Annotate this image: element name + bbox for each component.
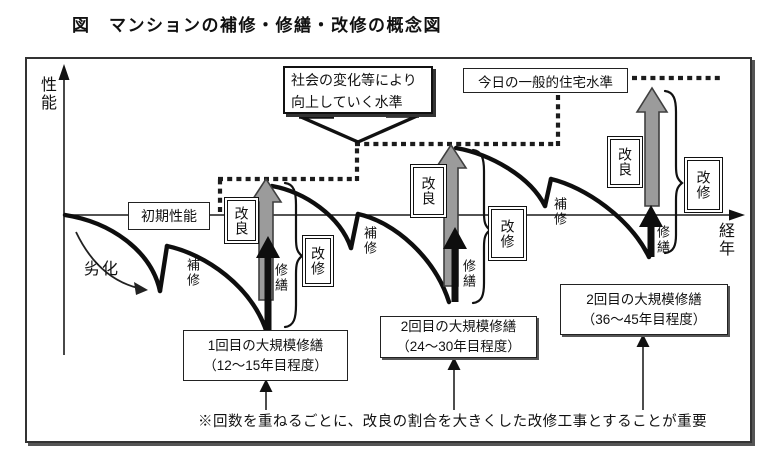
renovation-label-2: 改修 (491, 209, 524, 258)
repair-label-3: 補修 (552, 197, 567, 227)
restoration-arrow-3 (639, 205, 663, 257)
today-standard-box: 今日の一般的住宅水準 (463, 68, 628, 93)
major-repair-callout-1-line2: （12～15年目程度） (203, 357, 328, 373)
repair-label-2: 補修 (362, 226, 377, 256)
restoration-arrow-2 (443, 227, 467, 302)
improvement-label-3: 改良 (610, 139, 640, 185)
callout-arrow-icon-3 (636, 334, 650, 347)
initial-performance-box: 初期性能 (128, 202, 210, 230)
improvement-label-2: 改良 (413, 167, 444, 215)
callout-arrows (265, 346, 644, 410)
major-repair-callout-2: 2回目の大規模修繕 （24～30年目程度） (380, 316, 537, 358)
initial-performance-label: 初期性能 (141, 208, 197, 224)
major-repair-callout-1: 1回目の大規模修繕 （12～15年目程度） (183, 330, 348, 381)
improvement-arrow-3 (635, 86, 669, 207)
bottom-note: ※回数を重ねるごとに、改良の割合を大きくした改修工事とすることが重要 (198, 414, 708, 430)
restoration-label-3: 修繕 (655, 225, 670, 255)
restoration-label-2: 修繕 (461, 259, 476, 289)
performance-axis-arrow-icon (58, 64, 70, 80)
renovation-label-3: 改修 (687, 160, 720, 210)
improvement-box-2: 改良 (410, 164, 447, 218)
improvement-box-3: 改良 (607, 136, 643, 188)
major-repair-callout-3-line1: 2回目の大規模修繕 (586, 291, 702, 307)
rising-standard-callout-pointer (299, 114, 419, 144)
major-repair-callout-2-line1: 2回目の大規模修繕 (400, 319, 517, 335)
performance-curve (62, 145, 652, 336)
repair-label-1: 補修 (185, 258, 200, 288)
rising-standard-box: 社会の変化等により 向上していく水準 (283, 66, 433, 114)
major-repair-callout-3: 2回目の大規模修繕 （36～45年目程度） (560, 284, 728, 335)
y-axis-label: 性能 (38, 76, 55, 112)
improvement-label-1: 改良 (227, 200, 256, 241)
renovation-box-3: 改修 (684, 157, 723, 213)
major-repair-callout-3-line2: （36～45年目程度） (581, 311, 707, 327)
renovation-brace-3 (663, 89, 684, 255)
restoration-arrow-1 (256, 236, 280, 333)
callout-arrow-icon-1 (259, 379, 273, 392)
deterioration-label: 劣化 (84, 261, 121, 278)
deterioration-arrow (75, 231, 148, 295)
callout-arrow-icon-2 (447, 357, 461, 370)
today-standard-label: 今日の一般的住宅水準 (478, 74, 613, 90)
major-repair-callout-2-line2: （24～30年目程度） (396, 339, 521, 354)
page-title: 図 マンションの補修・修繕・改修の概念図 (72, 16, 442, 35)
callout-arrowheads (259, 334, 650, 392)
rising-standard-line1: 社会の変化等により (291, 72, 417, 88)
dotted-standard-line (217, 75, 722, 212)
diagram-frame (25, 57, 752, 443)
major-repair-callout-1-line1: 1回目の大規模修繕 (207, 337, 324, 353)
restoration-label-1: 修繕 (273, 263, 288, 293)
restoration-arrows (256, 205, 663, 333)
improvement-box-1: 改良 (224, 197, 259, 244)
renovation-label-1: 改修 (305, 238, 331, 284)
time-axis-arrow-icon (729, 209, 745, 221)
x-axis-label: 経年 (716, 222, 733, 258)
renovation-brace-1 (283, 181, 304, 329)
renovation-box-1: 改修 (302, 235, 334, 287)
rising-standard-line2: 向上していく水準 (291, 93, 403, 110)
renovation-box-2: 改修 (488, 206, 527, 261)
